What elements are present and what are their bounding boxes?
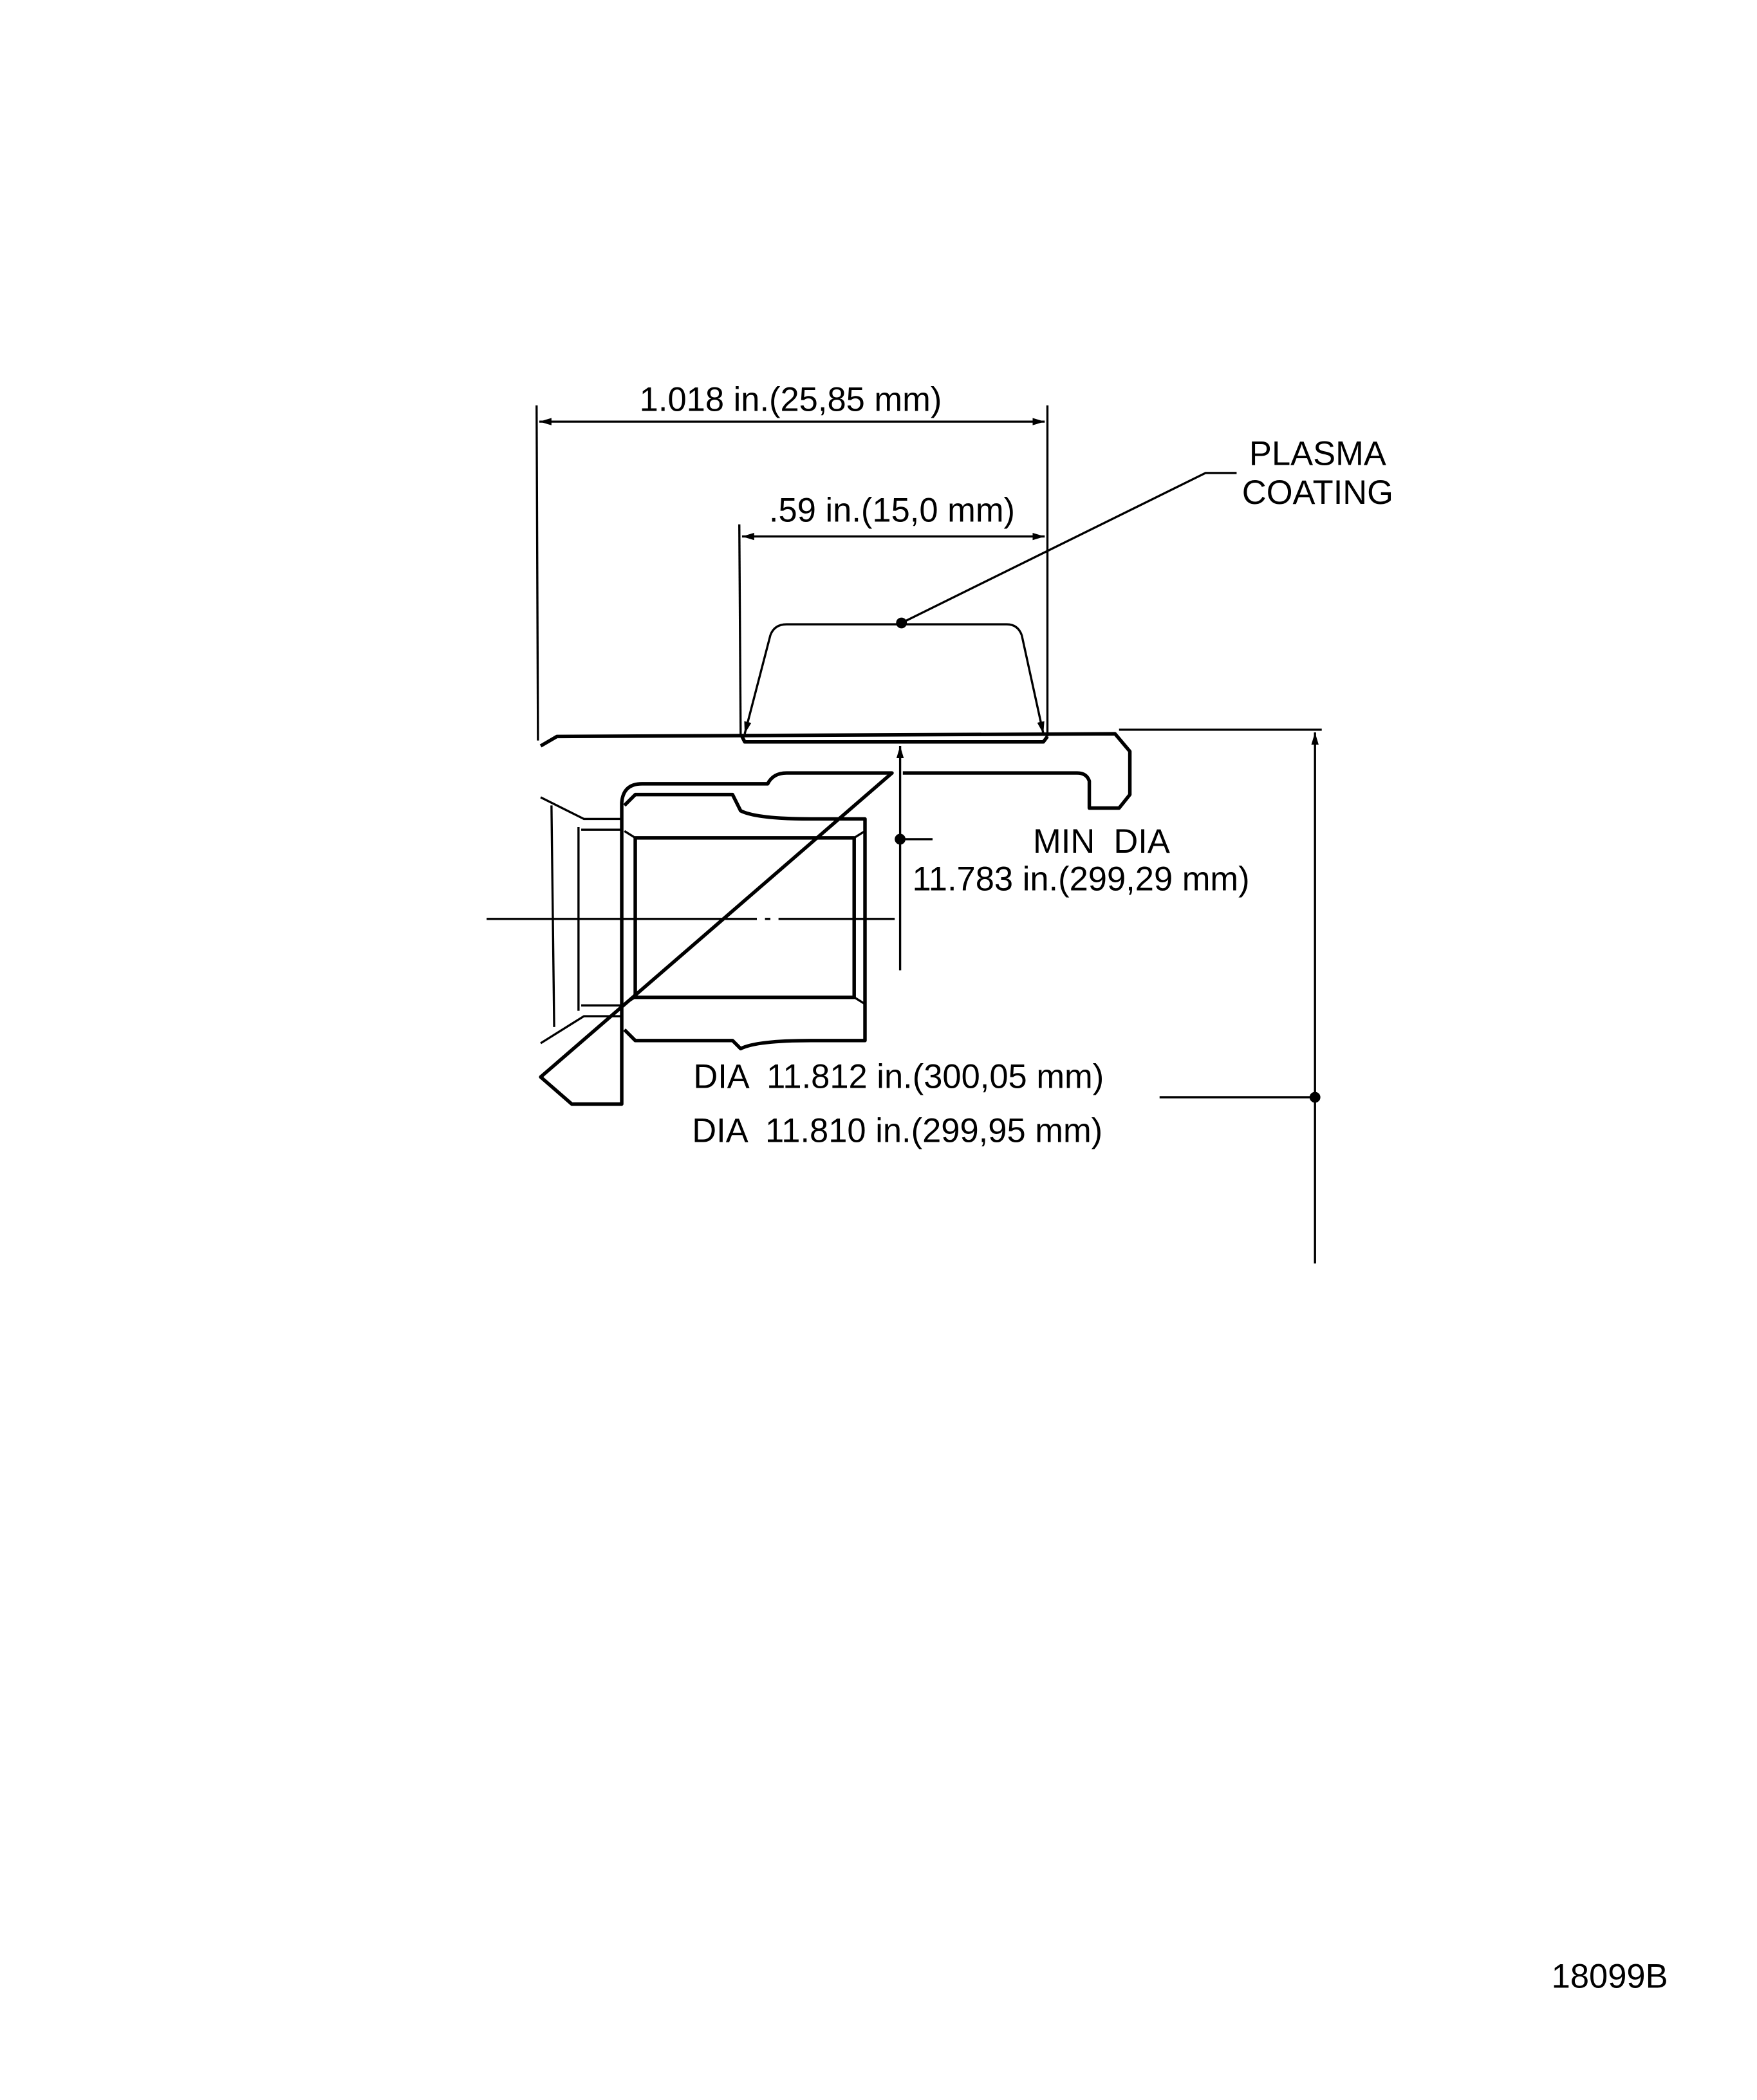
ring-cross-section — [539, 732, 1132, 1106]
coating-width-dimension: .59 in.(15,0 mm) — [738, 492, 1045, 737]
min-dia-dimension: MIN DIA 11.783 in.(299,29 mm) — [895, 746, 1250, 971]
overall-width-label: 1.018 in.(25,85 mm) — [640, 380, 942, 418]
coating-label-2: COATING — [1242, 474, 1393, 512]
dia-min-label: DIA 11.810 in.(299,95 mm) — [692, 1111, 1102, 1149]
figure-number: 18099B — [1552, 1958, 1668, 1996]
plasma-coating-callout: PLASMA — [896, 434, 1386, 629]
plasma-label: PLASMA — [1249, 434, 1386, 472]
outer-dia-dimension: DIA 11.812 in.(300,05 mm) DIA 11.810 in.… — [692, 729, 1322, 1264]
min-dia-label: MIN DIA — [1033, 822, 1170, 860]
coating-width-label: .59 in.(15,0 mm) — [769, 492, 1015, 530]
dia-max-label: DIA 11.812 in.(300,05 mm) — [693, 1057, 1104, 1095]
coating-profile — [740, 623, 1049, 744]
min-dia-value: 11.783 in.(299,29 mm) — [912, 860, 1249, 898]
overall-width-dimension: 1.018 in.(25,85 mm) — [535, 380, 1049, 741]
